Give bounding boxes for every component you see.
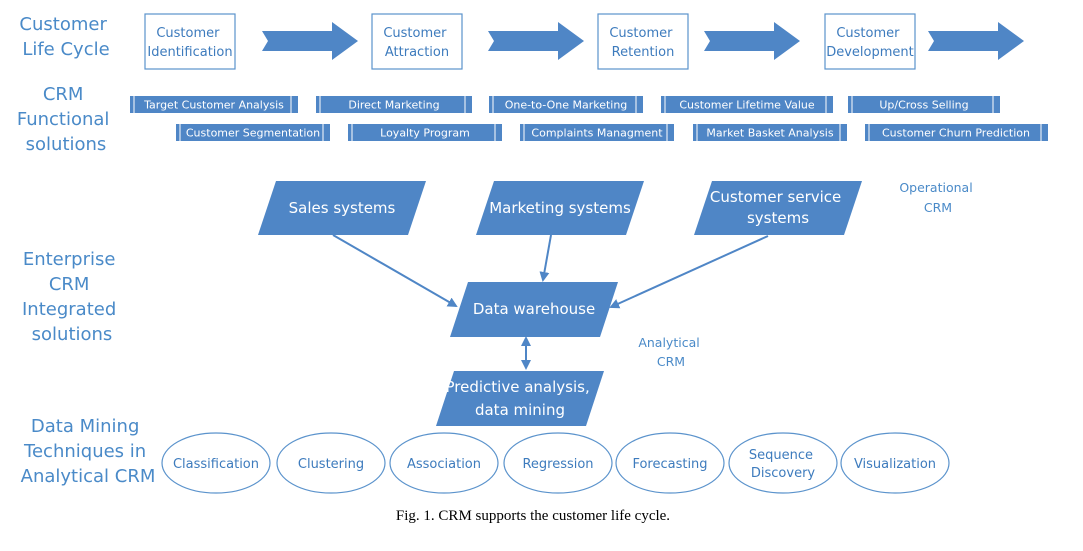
tag-customer-lifetime-value: Customer Lifetime Value (661, 96, 833, 113)
marketing-systems: Marketing systems (476, 181, 644, 235)
technique-sequence-discovery: Sequence Discovery (728, 432, 838, 494)
label-enterprise-solutions: Enterprise CRM Integrated solutions (22, 249, 122, 345)
technique-visualization: Visualization (840, 432, 950, 494)
analytical-crm-label: Analytical CRM (638, 335, 703, 369)
tag-customer-segmentation: Customer Segmentation (176, 124, 330, 141)
svg-text:Customer service syste: Customer service systems (710, 188, 846, 227)
svg-text:Sequence Discovery: Sequence Discovery (749, 448, 817, 481)
svg-text:Loyalty Program: Loyalty Program (380, 127, 470, 140)
stage-development: Customer Development (824, 13, 916, 70)
svg-text:Predictive analysis, dat: Predictive analysis, data mining (446, 378, 595, 419)
svg-text:One-to-One Marketing: One-to-One Marketing (505, 99, 628, 112)
svg-text:Customer Development: Customer Development (826, 26, 914, 60)
customer-service-systems: Customer service systems (694, 181, 862, 235)
stage-arrow-1 (262, 22, 358, 60)
svg-text:Data warehouse: Data warehouse (473, 300, 595, 318)
tag-up-cross-selling: Up/Cross Selling (848, 96, 1000, 113)
svg-text:Sales systems: Sales systems (289, 199, 396, 217)
svg-text:Customer Identificatio: Customer Identification (147, 26, 232, 60)
technique-forecasting: Forecasting (615, 432, 725, 494)
technique-classification: Classification (161, 432, 271, 494)
label-functional-solutions: CRM Functional solutions (17, 84, 115, 155)
svg-text:Target Customer Analysis: Target Customer Analysis (143, 99, 284, 112)
data-warehouse: Data warehouse (450, 282, 618, 337)
connector-sales-to-warehouse (332, 234, 458, 307)
svg-text:Up/Cross Selling: Up/Cross Selling (879, 99, 968, 112)
functional-solutions: Target Customer Analysis Direct Marketin… (130, 96, 1048, 141)
svg-text:Complaints Managment: Complaints Managment (531, 127, 663, 140)
svg-text:Customer Lifetime Value: Customer Lifetime Value (679, 99, 815, 112)
stage-arrow-4 (928, 22, 1024, 60)
predictive-analysis: Predictive analysis, data mining (436, 371, 604, 426)
stage-identification: Customer Identification (144, 13, 236, 70)
sales-systems: Sales systems (258, 181, 426, 235)
svg-text:Association: Association (407, 457, 481, 472)
svg-text:Customer Churn Prediction: Customer Churn Prediction (882, 127, 1030, 140)
tag-one-to-one-marketing: One-to-One Marketing (489, 96, 643, 113)
connectors (332, 234, 769, 370)
life-cycle-stages: Customer Identification Customer Attract… (144, 13, 1024, 70)
svg-text:Visualization: Visualization (854, 457, 936, 472)
operational-crm-label: Operational CRM (899, 180, 976, 215)
svg-text:Clustering: Clustering (298, 457, 364, 472)
connector-service-to-warehouse (609, 235, 769, 309)
tag-loyalty-program: Loyalty Program (348, 124, 502, 141)
svg-text:Direct Marketing: Direct Marketing (348, 99, 439, 112)
stage-arrow-3 (704, 22, 800, 60)
figure-caption: Fig. 1. CRM supports the customer life c… (396, 508, 670, 524)
tag-market-basket-analysis: Market Basket Analysis (693, 124, 847, 141)
connector-marketing-to-warehouse (539, 234, 552, 282)
svg-text:Customer Retention: Customer Retention (609, 26, 676, 60)
technique-regression: Regression (503, 432, 613, 494)
svg-text:Market Basket Analysis: Market Basket Analysis (706, 127, 833, 140)
technique-clustering: Clustering (276, 432, 386, 494)
stage-arrow-2 (488, 22, 584, 60)
side-labels: Customer Life Cycle CRM Functional solut… (17, 14, 156, 487)
stage-retention: Customer Retention (597, 13, 689, 70)
svg-text:Marketing systems: Marketing systems (489, 199, 631, 217)
svg-text:Customer Attraction: Customer Attraction (383, 26, 450, 60)
label-life-cycle: Customer Life Cycle (19, 14, 112, 60)
stage-attraction: Customer Attraction (371, 13, 463, 70)
svg-text:Forecasting: Forecasting (632, 457, 707, 472)
tag-customer-churn-prediction: Customer Churn Prediction (865, 124, 1048, 141)
svg-text:Customer Segmentation: Customer Segmentation (186, 127, 320, 140)
label-data-mining-techniques: Data Mining Techniques in Analytical CRM (21, 416, 156, 487)
svg-text:Classification: Classification (173, 457, 259, 472)
tag-direct-marketing: Direct Marketing (316, 96, 472, 113)
tag-complaints-managment: Complaints Managment (520, 124, 674, 141)
techniques: Classification Clustering Association Re… (161, 432, 950, 494)
systems: Sales systems Marketing systems Customer… (258, 181, 862, 235)
technique-association: Association (389, 432, 499, 494)
tag-target-customer-analysis: Target Customer Analysis (130, 96, 298, 113)
svg-text:Regression: Regression (522, 457, 593, 472)
